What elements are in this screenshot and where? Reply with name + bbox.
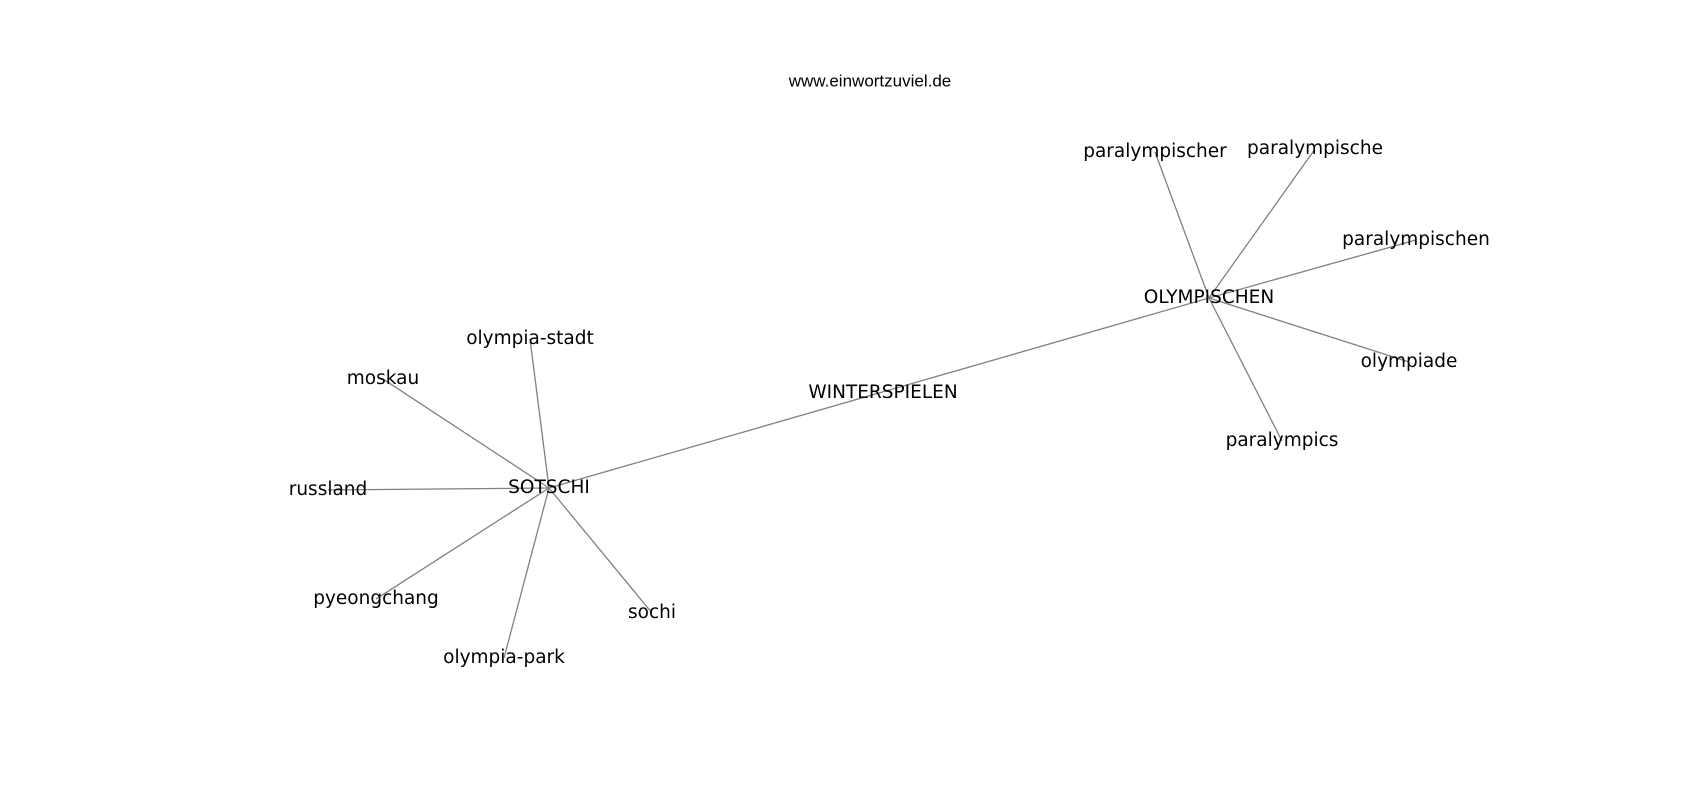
edge-sotschi-olympischen [548,297,1210,489]
node-label-winterspielen: WINTERSPIELEN [808,382,957,403]
edge-sotschi-olympia-stadt [529,338,550,489]
node-label-paralympischer: paralympischer [1083,141,1227,162]
edge-olympischen-paralympischen [1208,239,1417,299]
watermark-text: www.einwortzuviel.de [788,71,952,90]
node-label-olympiade: olympiade [1361,351,1458,372]
edge-sotschi-sochi [548,487,653,614]
node-label-paralympischen: paralympischen [1342,229,1490,250]
node-label-olympischen: OLYMPISCHEN [1144,287,1274,308]
nodes-layer: WINTERSPIELEN SOTSCHI OLYMPISCHEN olympia-s… [289,138,1490,668]
edge-sotschi-moskau [382,378,550,489]
node-label-olympia-park: olympia-park [443,647,565,668]
edges-layer [327,148,1417,659]
node-label-moskau: moskau [347,368,419,389]
edge-olympischen-paralympischer [1154,151,1210,299]
edge-olympischen-paralympics [1208,297,1283,442]
node-label-pyeongchang: pyeongchang [313,588,439,609]
edge-olympischen-paralympische [1208,148,1316,299]
node-label-sochi: sochi [628,602,676,623]
edge-olympischen-olympiade [1208,297,1410,363]
node-label-russland: russland [289,479,368,500]
node-label-sotschi: SOTSCHI [508,477,590,498]
edge-sotschi-pyeongchang [375,487,550,600]
edge-sotschi-olympia-park [503,487,550,659]
node-label-paralympische: paralympische [1247,138,1383,159]
node-label-paralympics: paralympics [1226,430,1339,451]
node-label-olympia-stadt: olympia-stadt [466,328,594,349]
edge-sotschi-russland [327,487,550,491]
